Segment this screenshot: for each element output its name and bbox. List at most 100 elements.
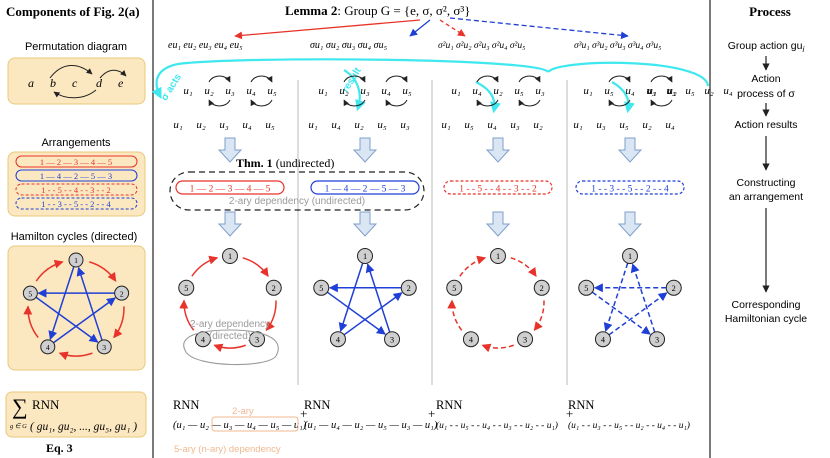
column-2-action-4: u₄ — [381, 85, 391, 97]
column-3-cycle-ring-edge-1 — [510, 257, 537, 277]
arrangement-text-1: 1 — 2 — 3 — 4 — 5 — [40, 157, 112, 167]
column-3-cycle-ring-edge-4 — [447, 299, 463, 331]
column-3-cycle-ring-edge-5 — [459, 255, 487, 277]
left-cycle-node-label-5: 5 — [28, 289, 32, 298]
column-1-cycle-ring-edge-1 — [242, 257, 269, 277]
column-1-swap-top-1 — [208, 75, 231, 83]
column-1-sequence: (u₁ — u₂ — u₃ — u₄ — u₅ — u₁) — [173, 420, 307, 431]
column-4-result-3: u₅ — [619, 119, 629, 131]
column-2-result-2: u₄ — [331, 119, 341, 131]
arrangement-outline-3 — [15, 183, 138, 196]
column-2-rnn: RNN — [304, 398, 330, 412]
column-3-swap-top-2 — [518, 75, 541, 83]
lemma-heading: Lemma 2: Group G = {e, σ, σ², σ³} — [285, 3, 470, 18]
column-2-result-3: u₂ — [354, 119, 364, 131]
group-sigma2: σ²u₁ σ²u₂ σ²u₃ σ²u₄ σ²u₅ — [438, 41, 525, 51]
column-2-result-1: u₁ — [308, 119, 318, 131]
column-4-cycle-node-4 — [594, 331, 611, 348]
left-cycle-ring-edge-5 — [35, 259, 64, 282]
process-step-corresponding: Corresponding — [732, 299, 801, 311]
sum-rnn: RNN — [32, 397, 60, 412]
column-4-swap-bottom-2 — [650, 99, 673, 107]
dep-directed-label-1: 2-ary dependency — [190, 319, 270, 330]
column-1-swap-top-2 — [250, 75, 273, 83]
column-2-cycle-star-edge-1 — [338, 262, 364, 332]
column-3-cycle-node-1 — [490, 248, 506, 264]
arrangement-text-2: 1 — 4 — 2 — 5 — 3 — [40, 171, 112, 181]
column-1-action-4: u₄ — [246, 85, 256, 97]
column-4-result-5: u₄ — [665, 119, 675, 131]
left-cycle-star-edge-2 — [53, 297, 116, 344]
column-2-result-4: u₅ — [377, 119, 387, 131]
column-1-action-3: u₃ — [225, 85, 235, 97]
column-4-cycle-node-label-3: 3 — [655, 335, 659, 344]
column-3-result-2: u₅ — [464, 119, 474, 131]
group-sigma: σu₁ σu₂ σu₃ σu₄ σu₅ — [310, 40, 388, 51]
column-3-arrangement: 1 - - 5 - - 4 - - 3 - - 2 — [459, 185, 537, 195]
plus-1: + — [300, 406, 307, 421]
column-2-action-5: u₅ — [402, 85, 412, 97]
column-4-rnn: RNN — [568, 398, 594, 412]
dep-undirected-label: 2-ary dependency (undirected) — [229, 196, 365, 207]
column-4-cycle-node-1 — [622, 248, 638, 264]
sum-subscript: g ∈ G — [10, 423, 27, 430]
perm-arrow-bottom — [53, 89, 97, 99]
lemma-arrow-sigma — [409, 19, 431, 37]
column-4-cycle-star-edge-4 — [591, 291, 651, 335]
bottom-2ary-box — [211, 416, 299, 432]
arrangement-text-3: 1 - - 5 - - 4 - - 3 - - 2 — [41, 185, 110, 195]
column-2-cycle-node-5 — [313, 279, 330, 296]
dep-directed-outline — [183, 329, 279, 366]
sigma-acts-label: σ acts — [159, 72, 184, 103]
column-4-cycle-node-3 — [649, 331, 666, 348]
left-cycle-node-5 — [22, 285, 38, 301]
column-1-cycle-node-label-4: 4 — [201, 335, 205, 344]
column-3-cycle-ring-edge-3 — [481, 343, 514, 353]
column-1-action-2: u₂ — [204, 85, 214, 97]
column-4-sequence: (u₁ - - u₃ - - u₅ - - u₂ - - u₄ - - u₁) — [568, 420, 690, 431]
bottom-5ary-label: 5-ary (n-ary) dependency — [174, 444, 281, 455]
column-4-cycle-node-label-5: 5 — [584, 284, 588, 293]
column-1-swap-bottom-2 — [250, 99, 273, 107]
bottom-2ary-label: 2-ary — [232, 406, 254, 417]
column-1-swap-bottom-1 — [208, 99, 231, 107]
column-3-cycle-node-2 — [533, 279, 550, 296]
process-step-constructing: Constructing — [737, 177, 796, 189]
column-2-cycle-node-label-3: 3 — [390, 335, 394, 344]
column-3-result-4: u₃ — [510, 119, 520, 131]
column-2-action-2: u₂ — [339, 85, 349, 97]
column-3-result-5: u₂ — [533, 119, 543, 131]
column-4-action-3: u₄ — [625, 85, 635, 97]
lemma-arrow-sigma3 — [449, 17, 629, 40]
left-cycle-ring-edge-1 — [89, 261, 117, 282]
column-4-action-1: u₁ — [583, 85, 593, 97]
column-3-cycle-node-4 — [462, 331, 479, 348]
column-3-action-1: u₁ — [451, 85, 461, 97]
column-1-cycle-node-label-5: 5 — [184, 284, 188, 293]
extra-action-4: u₂ — [704, 85, 714, 97]
column-1-cycle-ring-edge-2 — [265, 300, 277, 332]
column-3-swap-top-1 — [476, 75, 499, 83]
column-2-cycle-node-label-1: 1 — [363, 252, 367, 261]
arrangement-outline-4 — [15, 197, 138, 210]
column-3-cycle-node-label-5: 5 — [452, 284, 456, 293]
process-step-hamiltonian: Hamiltonian cycle — [725, 313, 807, 325]
column-1-result-4: u₄ — [242, 119, 252, 131]
column-4-arrangement: 1 - - 3 - - 5 - - 2 - - 4 — [591, 185, 669, 195]
column-2-cycle-node-label-2: 2 — [407, 284, 411, 293]
left-cycle-node-label-1: 1 — [74, 256, 78, 265]
dep-directed-label-2: (directed) — [209, 331, 251, 342]
extra-action-3: u₅ — [685, 85, 695, 97]
left-cycle-node-label-4: 4 — [46, 343, 50, 352]
column-2-swap-bottom-2 — [385, 99, 408, 107]
column-2-result-5: u₃ — [400, 119, 410, 131]
column-3-arrangement-outline — [443, 180, 553, 195]
column-2-action-1: u₁ — [318, 85, 328, 97]
perm-arrow-top — [49, 65, 93, 79]
perm-node-b: b — [50, 76, 56, 90]
